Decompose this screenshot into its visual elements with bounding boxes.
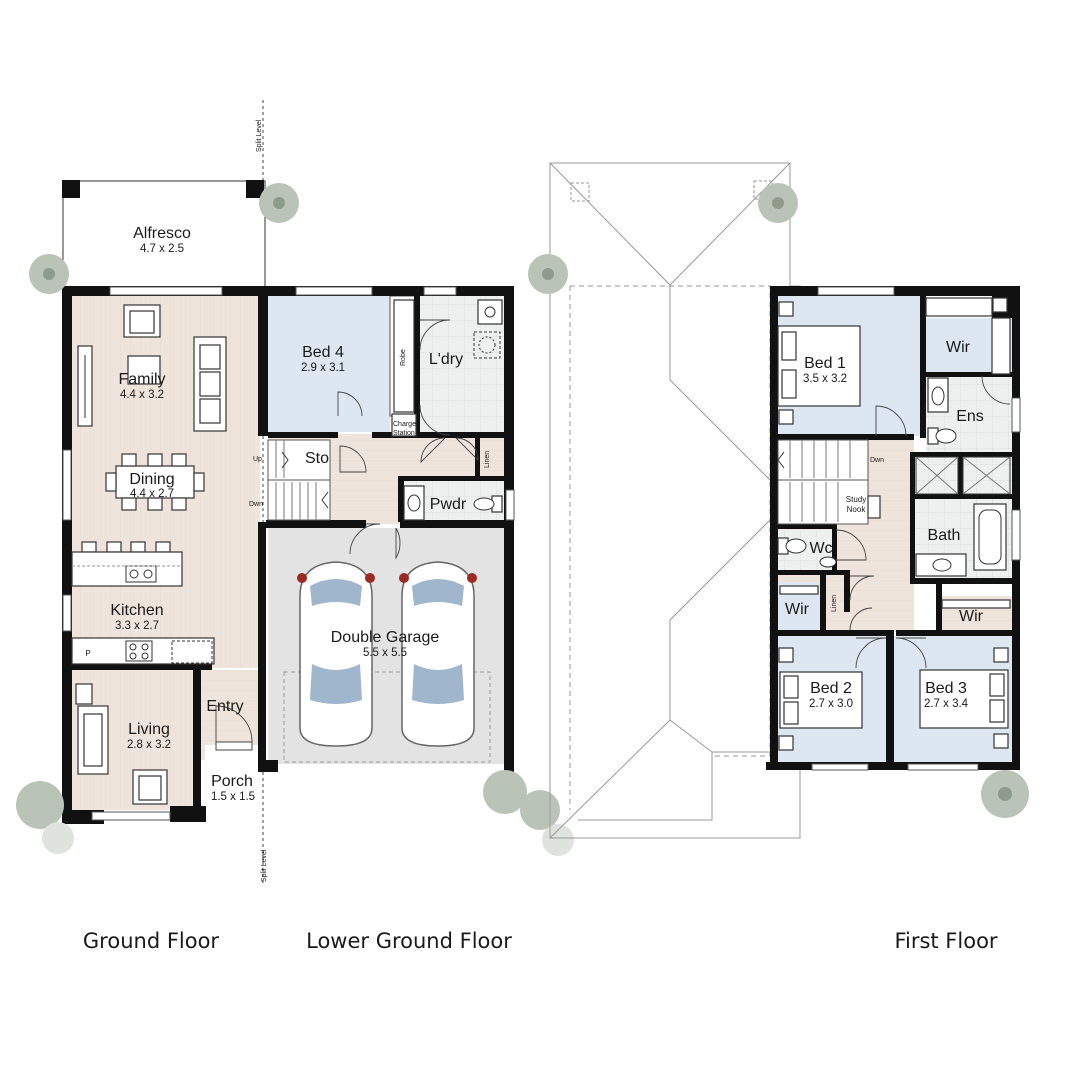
- garage-dims: 5.5 x 5.5: [363, 647, 407, 659]
- split-level-label-top: Split Level: [256, 119, 263, 152]
- study-nook-line2: Nook: [847, 505, 867, 514]
- living-name: Living: [128, 721, 170, 738]
- garage-cars: [283, 561, 491, 763]
- bed4-name: Bed 4: [302, 344, 344, 361]
- first-floor-plan: Bed 1 3.5 x 3.2 Wir Ens Dwn Study Nook B…: [766, 286, 1029, 818]
- tree-icon: [29, 254, 69, 294]
- linen-first-label: Linen: [831, 595, 838, 612]
- bed3-name: Bed 3: [925, 680, 967, 697]
- tree-icon: [16, 781, 74, 854]
- bed3-dims: 2.7 x 3.4: [924, 698, 969, 710]
- bed1-name: Bed 1: [804, 355, 846, 372]
- store-name: Sto: [305, 450, 329, 467]
- kitchen-name: Kitchen: [110, 602, 163, 619]
- alfresco-dims: 4.7 x 2.5: [140, 243, 184, 255]
- ground-floor-title: Ground Floor: [83, 929, 220, 953]
- powder-name: Pwdr: [430, 496, 467, 513]
- staircase-lower: [267, 439, 331, 521]
- first-floor-title: First Floor: [894, 929, 997, 953]
- robe-label: Robe: [400, 349, 407, 366]
- ground-floor-plan: Split Level Split Level Alfresco 4.7 x 2…: [16, 100, 574, 885]
- porch-name: Porch: [211, 773, 253, 790]
- garage-name: Double Garage: [331, 629, 440, 646]
- entry-name: Entry: [206, 698, 243, 715]
- stair-up-label: Up: [253, 456, 262, 463]
- alfresco-name: Alfresco: [133, 225, 191, 242]
- staircase-first: [777, 439, 881, 525]
- family-name: Family: [118, 371, 165, 388]
- lower-ground-floor-title: Lower Ground Floor: [306, 929, 512, 953]
- linen-label: Linen: [484, 451, 491, 468]
- tree-icon: [483, 770, 574, 856]
- wir-master-name: Wir: [946, 339, 971, 356]
- alfresco-area: [62, 180, 266, 290]
- split-level-label-bottom: Split Level: [261, 849, 268, 882]
- roof-outline: [528, 162, 801, 839]
- porch-floor: [205, 745, 260, 817]
- car-right-icon: [399, 561, 477, 747]
- kitchen-dims: 3.3 x 2.7: [115, 620, 159, 632]
- living-dims: 2.8 x 3.2: [127, 739, 171, 751]
- bed1-dims: 3.5 x 3.2: [803, 373, 847, 385]
- tree-icon: [528, 254, 568, 294]
- bed2-name: Bed 2: [810, 680, 852, 697]
- study-nook-line1: Study: [846, 495, 866, 504]
- bath-name: Bath: [928, 527, 961, 544]
- stair-down-first-label: Dwn: [870, 457, 884, 464]
- bed4-floor: [268, 296, 390, 432]
- ensuite-name: Ens: [956, 408, 984, 425]
- bed2-dims: 2.7 x 3.0: [809, 698, 853, 710]
- porch-dims: 1.5 x 1.5: [211, 791, 255, 803]
- tree-icon: [758, 183, 798, 223]
- wc-name: Wc: [809, 540, 832, 557]
- stair-down-label: Dwn: [249, 501, 263, 508]
- tree-icon: [981, 770, 1029, 818]
- family-dims: 4.4 x 3.2: [120, 389, 164, 401]
- car-left-icon: [297, 561, 375, 747]
- dining-name: Dining: [129, 471, 174, 488]
- charge-station-line2: Station: [393, 430, 415, 437]
- bed4-dims: 2.9 x 3.1: [301, 362, 345, 374]
- dining-dims: 4.4 x 2.7: [130, 488, 174, 500]
- pantry-label: P: [85, 649, 90, 658]
- tree-icon: [259, 183, 299, 223]
- laundry-name: L'dry: [429, 351, 463, 368]
- wir-bed2-name: Wir: [785, 601, 810, 618]
- wir-bed3-name: Wir: [959, 608, 984, 625]
- charge-station-line1: Charge: [393, 421, 416, 428]
